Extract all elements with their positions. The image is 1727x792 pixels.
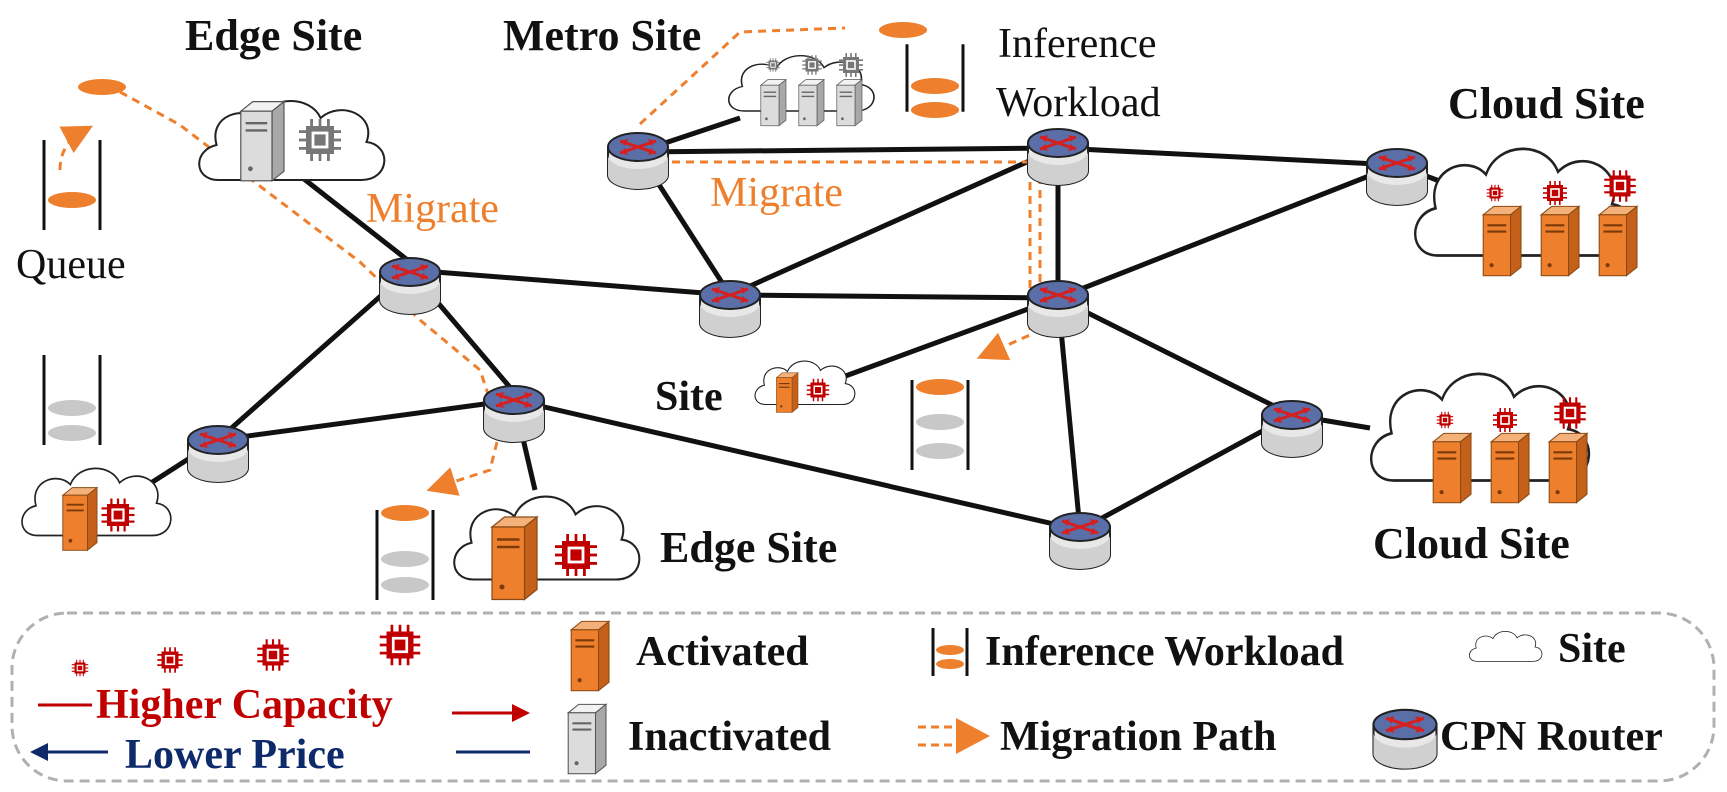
queue-icon [905,42,965,118]
legend-cpn-router: CPN Router [1440,714,1663,760]
legend-site: Site [1558,626,1626,672]
legend: Higher Capacity Lower Price Activated In… [10,611,1716,783]
label-queue: Queue [16,242,126,288]
router-icon [1026,279,1090,339]
router-icon [1365,147,1429,207]
capacity-arrowhead [512,704,530,722]
legend-inference-workload: Inference Workload [985,629,1344,675]
router-icon [1026,127,1090,187]
router-icon [1371,708,1439,771]
router-icon [186,424,250,484]
legend-lower-price: Lower Price [125,732,345,778]
router-icon [482,384,546,444]
queue-icon [42,138,102,232]
legend-activated: Activated [636,629,809,675]
label-cloud-site-bottom: Cloud Site [1373,519,1570,568]
cloud-site-small [754,360,856,413]
legend-chips [71,623,422,677]
server-activated-icon [570,620,611,692]
queue-icon [375,505,435,602]
label-migrate-center: Migrate [710,170,843,216]
queue-icon [931,628,969,676]
legend-migration-path: Migration Path [1000,714,1276,760]
migration-paths [58,26,1042,496]
router-icon [1260,399,1324,459]
migration-path-icon [918,718,990,754]
router-icon [1048,511,1112,571]
label-site-small: Site [655,374,723,420]
server-inactivated-icon [567,703,608,775]
label-cloud-site-top: Cloud Site [1448,79,1645,128]
cloud-edge-top [198,99,386,183]
router-icon [698,279,762,339]
legend-higher-capacity: Higher Capacity [96,682,393,728]
workload-token [879,22,927,38]
queue-icon [42,353,102,447]
cloud-cloud-top [1413,147,1639,277]
label-inference-line2: Workload [996,80,1161,126]
cloud-cloud-bottom [1369,372,1591,504]
queue-icon [910,378,970,472]
router-icon [378,256,442,316]
label-inference-line1: Inference [998,21,1157,67]
cloud-icon [1468,630,1543,662]
cloud-edge-left [21,467,172,552]
label-edge-site-top: Edge Site [185,11,362,60]
price-arrowhead [30,743,48,761]
legend-border [10,611,1716,783]
cloud-edge-bottom [453,495,641,601]
router-icon [606,131,670,191]
cloud-metro [727,52,875,127]
legend-inactivated: Inactivated [628,714,831,760]
label-migrate-left: Migrate [366,186,499,232]
label-edge-site-bottom: Edge Site [660,523,837,572]
label-metro-site: Metro Site [503,11,701,60]
workload-token [78,79,126,95]
